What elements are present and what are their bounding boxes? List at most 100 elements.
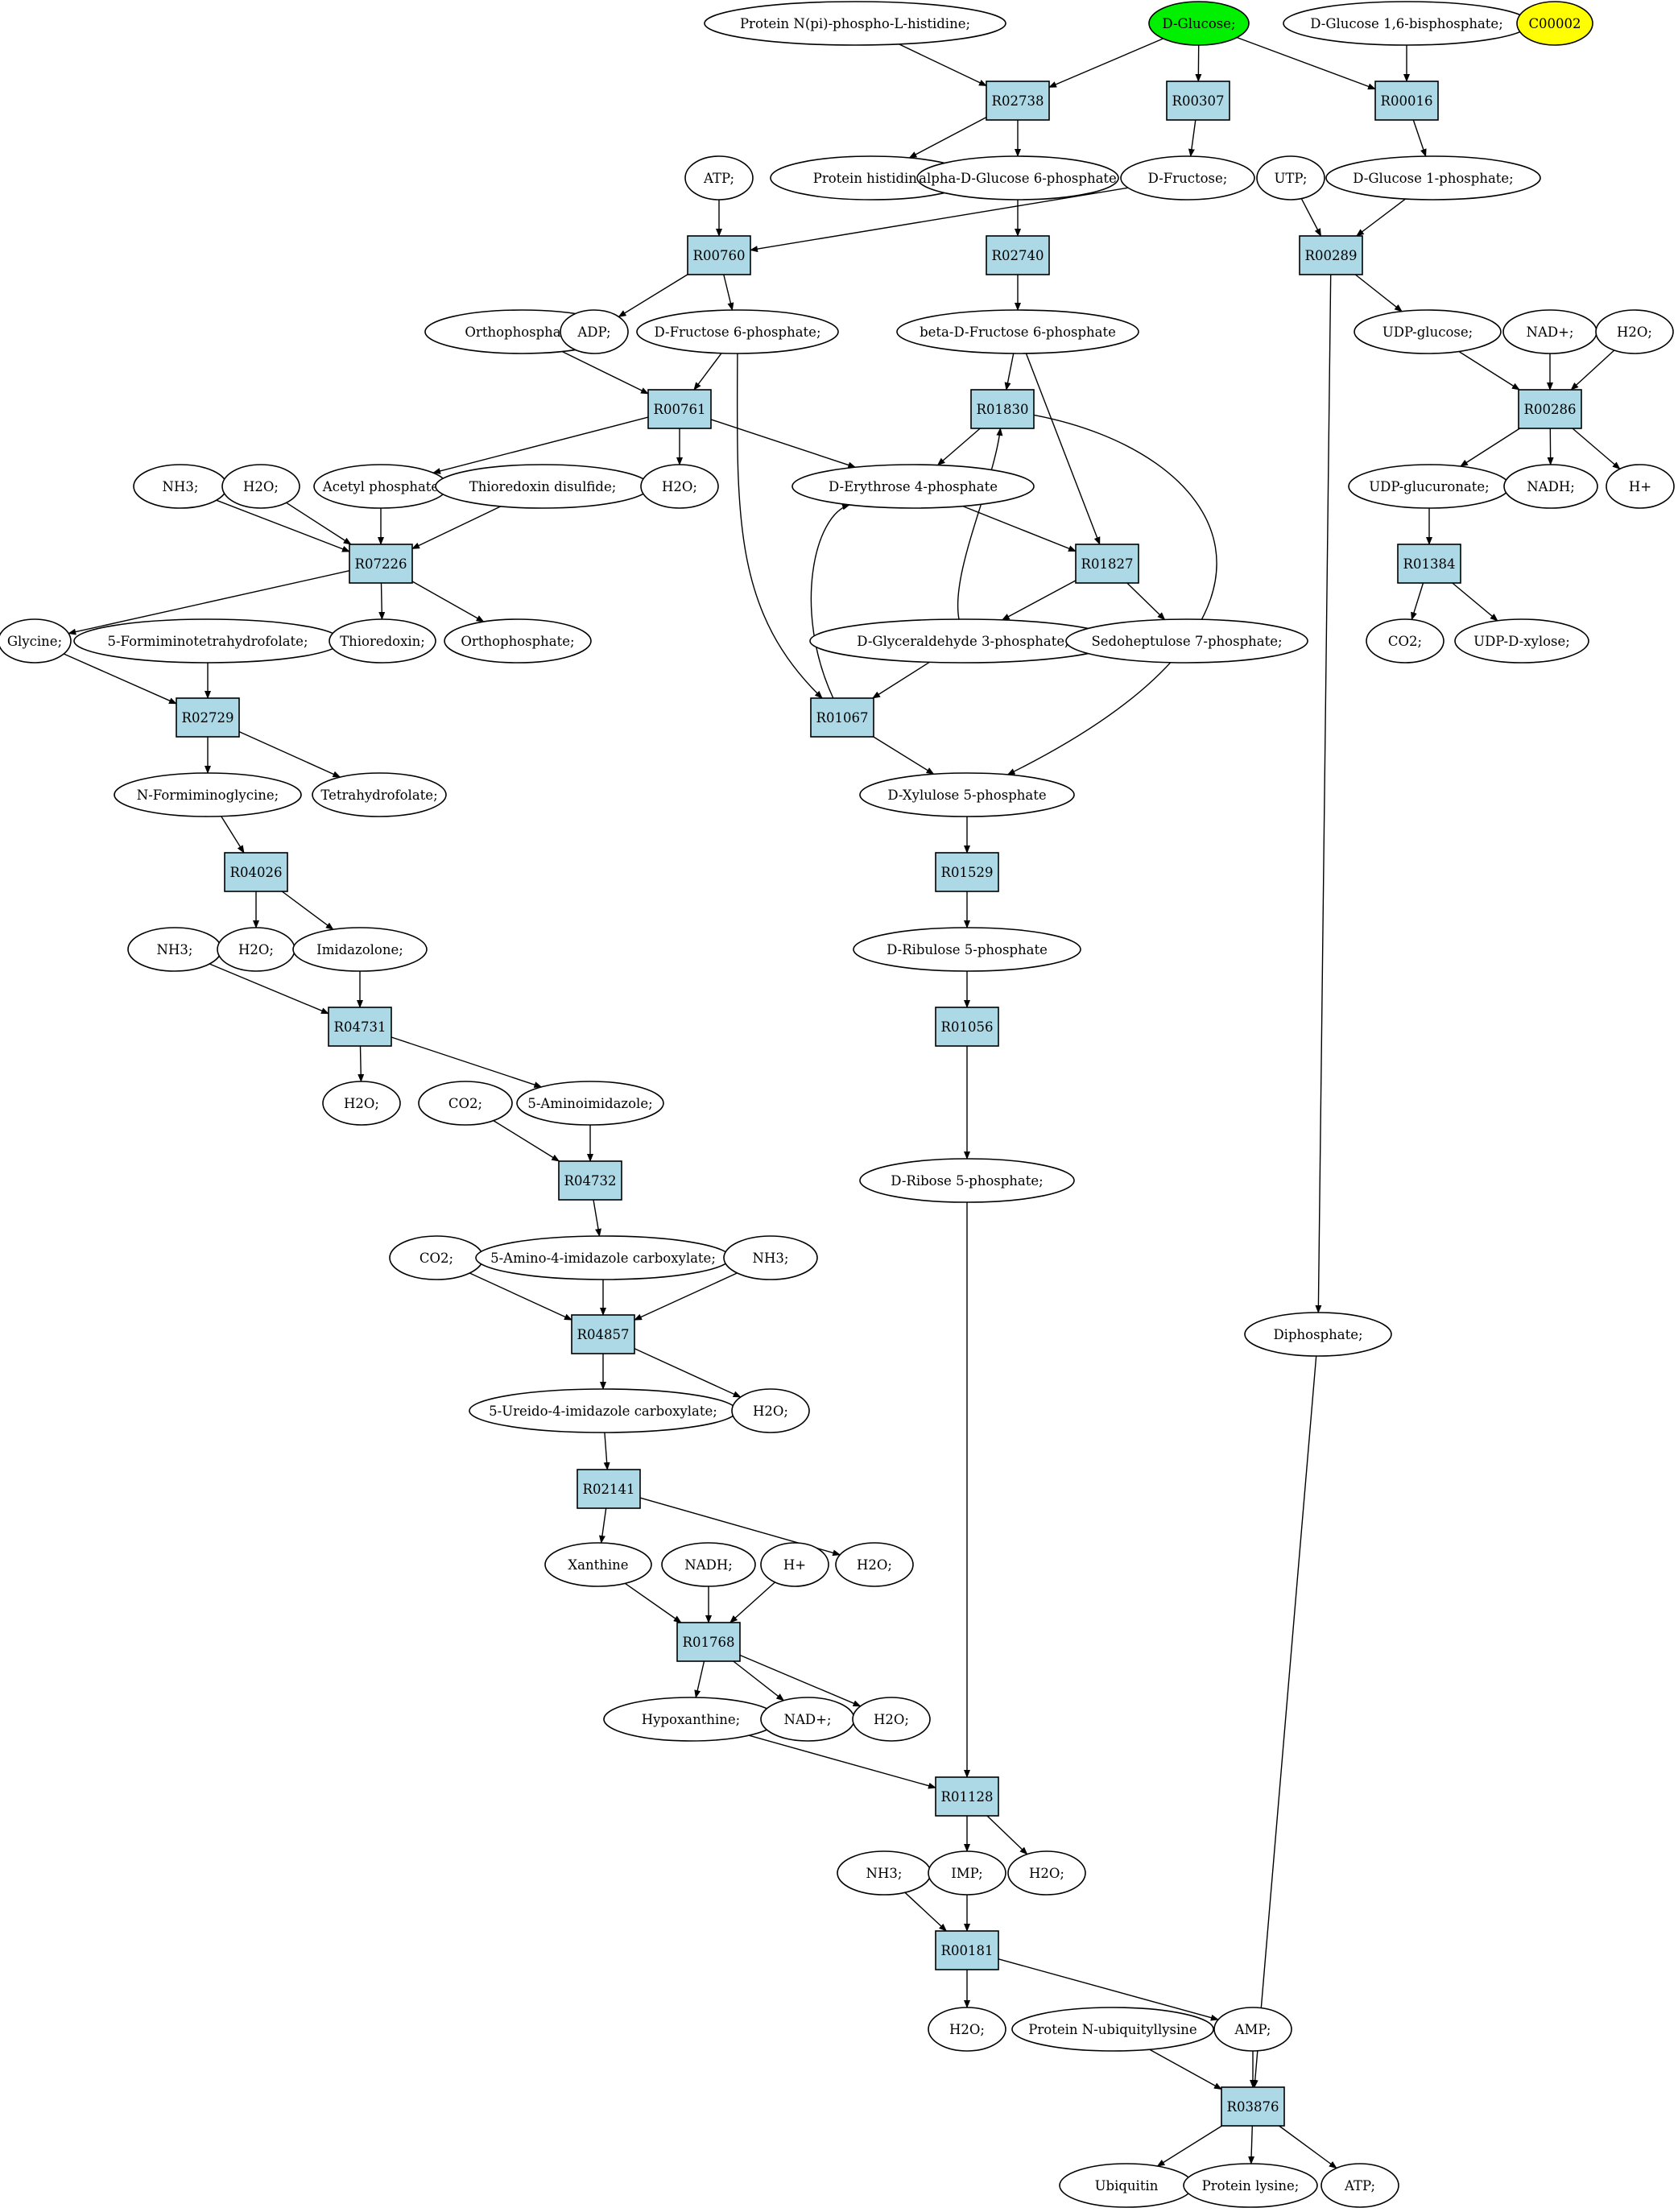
compound-node-c30[interactable]: Orthophosphate; [444,618,592,664]
compound-node-c34[interactable]: UDP-D-xylose; [1454,618,1589,664]
reaction-node-r13[interactable]: R02729 [176,697,240,738]
compound-node-c8[interactable]: D-Fructose; [1120,155,1255,201]
reaction-node-r24[interactable]: R00181 [935,1930,999,1970]
compound-node-c62[interactable]: H2O; [928,2007,1006,2052]
compound-node-c56[interactable]: Hypoxanthine; [603,1697,779,1742]
compound-node-c12[interactable]: ADP; [560,309,629,354]
compound-node-c24[interactable]: UDP-glucuronate; [1348,464,1511,509]
reaction-node-r10[interactable]: R07226 [349,544,413,584]
compound-node-c31[interactable]: D-Glyceraldehyde 3-phosphate; [809,618,1117,664]
compound-node-c9[interactable]: UTP; [1256,155,1325,201]
compound-label: H2O; [753,1404,788,1419]
reaction-node-r2[interactable]: R00307 [1166,81,1230,121]
compound-node-c19[interactable]: H2O; [221,464,300,509]
compound-node-c67[interactable]: ATP; [1320,2163,1399,2208]
compound-node-c3[interactable]: D-Glucose 1,6-bisphosphate; [1283,1,1531,46]
compound-node-c42[interactable]: H2O; [322,1081,401,1126]
compound-node-c16[interactable]: NAD+; [1502,309,1597,354]
reaction-node-r11[interactable]: R01827 [1075,544,1139,584]
reaction-node-r7[interactable]: R00761 [647,389,712,429]
compound-node-c59[interactable]: NH3; [837,1850,932,1896]
compound-ellipse [896,309,1139,354]
compound-node-c58[interactable]: H2O; [852,1697,931,1742]
reaction-node-r25[interactable]: R03876 [1221,2086,1285,2127]
compound-node-c45[interactable]: D-Ribose 5-phosphate; [859,1158,1075,1203]
compound-node-c18[interactable]: NH3; [133,464,228,509]
compound-node-c2[interactable]: D-Glucose; [1148,1,1250,46]
compound-node-c21[interactable]: Thioredoxin disulfide; [435,464,651,509]
compound-node-c4[interactable]: C00002 [1516,1,1593,46]
compound-node-c65[interactable]: Ubiquitin [1059,2163,1194,2208]
edge-r3-to-c10 [1412,119,1427,158]
compound-node-c66[interactable]: Protein lysine; [1183,2163,1318,2208]
compound-node-c60[interactable]: IMP; [928,1850,1006,1896]
compound-node-c63[interactable]: Protein N-ubiquityllysine [1011,2007,1214,2052]
compound-node-c32[interactable]: Sedoheptulose 7-phosphate; [1065,618,1308,664]
compound-node-c7[interactable]: alpha-D-Glucose 6-phosphate [916,155,1119,201]
reaction-node-r5[interactable]: R02740 [986,235,1050,275]
compound-node-c46[interactable]: CO2; [389,1235,484,1280]
compound-node-c38[interactable]: NH3; [127,927,222,972]
compound-node-c28[interactable]: 5-Formiminotetrahydrofolate; [73,618,342,664]
reaction-node-r19[interactable]: R04732 [558,1160,622,1201]
compound-node-c33[interactable]: CO2; [1366,618,1444,664]
compound-node-c14[interactable]: beta-D-Fructose 6-phosphate [896,309,1139,354]
compound-node-c40[interactable]: Imidazolone; [292,927,428,972]
compound-node-c50[interactable]: 5-Ureido-4-imidazole carboxylate; [469,1388,738,1433]
compound-ellipse [1320,2163,1399,2208]
reaction-box [577,1469,641,1509]
compound-node-c22[interactable]: H2O; [640,464,719,509]
compound-node-c29[interactable]: Thioredoxin; [329,618,436,664]
compound-node-c37[interactable]: D-Xylulose 5-phosphate [859,772,1075,817]
compound-node-c27[interactable]: Glycine; [0,618,72,664]
reaction-node-r20[interactable]: R04857 [571,1314,635,1354]
reaction-node-r21[interactable]: R02141 [577,1469,641,1509]
compound-node-c1[interactable]: Protein N(pi)-phospho-L-histidine; [704,1,1006,46]
compound-node-c10[interactable]: D-Glucose 1-phosphate; [1325,155,1541,201]
compound-node-c17[interactable]: H2O; [1595,309,1674,354]
reaction-node-r8[interactable]: R01830 [970,389,1035,429]
reaction-node-r9[interactable]: R00286 [1518,389,1582,429]
compound-node-c25[interactable]: NADH; [1503,464,1598,509]
reaction-node-r18[interactable]: R01056 [935,1007,999,1047]
compound-node-c13[interactable]: D-Fructose 6-phosphate; [636,309,839,354]
compound-ellipse [1011,2007,1214,2052]
compound-node-c53[interactable]: NADH; [661,1542,756,1587]
compound-node-c39[interactable]: H2O; [217,927,296,972]
compound-node-c57[interactable]: NAD+; [760,1697,855,1742]
compound-node-c55[interactable]: H2O; [835,1542,914,1587]
compound-node-c47[interactable]: 5-Amino-4-imidazole carboxylate; [475,1235,731,1280]
compound-node-c64[interactable]: AMP; [1213,2007,1292,2052]
compound-node-c36[interactable]: Tetrahydrofolate; [312,772,447,817]
compound-node-c26[interactable]: H+ [1606,464,1675,509]
compound-node-c52[interactable]: Xanthine [544,1542,652,1587]
compound-node-c61[interactable]: H2O; [1007,1850,1086,1896]
reaction-node-r15[interactable]: R04026 [224,852,288,892]
reaction-node-r17[interactable]: R04731 [328,1007,392,1047]
reaction-node-r6[interactable]: R00289 [1299,235,1363,275]
compound-node-c54[interactable]: H+ [760,1542,829,1587]
reaction-node-r3[interactable]: R00016 [1374,81,1439,121]
compound-node-c15[interactable]: UDP-glucose; [1354,309,1502,354]
reaction-node-r4[interactable]: R00760 [687,235,751,275]
reaction-node-r12[interactable]: R01384 [1397,544,1461,584]
edge-c43-to-r19 [493,1120,560,1162]
compound-node-c23[interactable]: D-Erythrose 4-phosphate [791,464,1035,509]
compound-node-c48[interactable]: NH3; [723,1235,818,1280]
reaction-node-r22[interactable]: R01768 [676,1622,741,1662]
compound-node-c49[interactable]: Diphosphate; [1244,1312,1392,1357]
reaction-node-r16[interactable]: R01529 [935,852,999,892]
reaction-node-r14[interactable]: R01067 [810,697,874,738]
compound-node-c6[interactable]: Protein histidine; [770,155,973,201]
compound-node-c51[interactable]: H2O; [731,1388,810,1433]
compound-node-c5[interactable]: ATP; [684,155,754,201]
reaction-node-r1[interactable]: R02738 [986,81,1050,121]
compound-node-c35[interactable]: N-Formiminoglycine; [114,772,302,817]
compound-ellipse [640,464,719,509]
compound-node-c43[interactable]: CO2; [418,1081,513,1126]
compound-node-c20[interactable]: Acetyl phosphate [313,464,448,509]
edge-r21-to-c52 [598,1507,607,1544]
reaction-node-r23[interactable]: R01128 [935,1776,999,1817]
compound-node-c44[interactable]: 5-Aminoimidazole; [516,1081,664,1126]
compound-node-c41[interactable]: D-Ribulose 5-phosphate [853,927,1081,972]
